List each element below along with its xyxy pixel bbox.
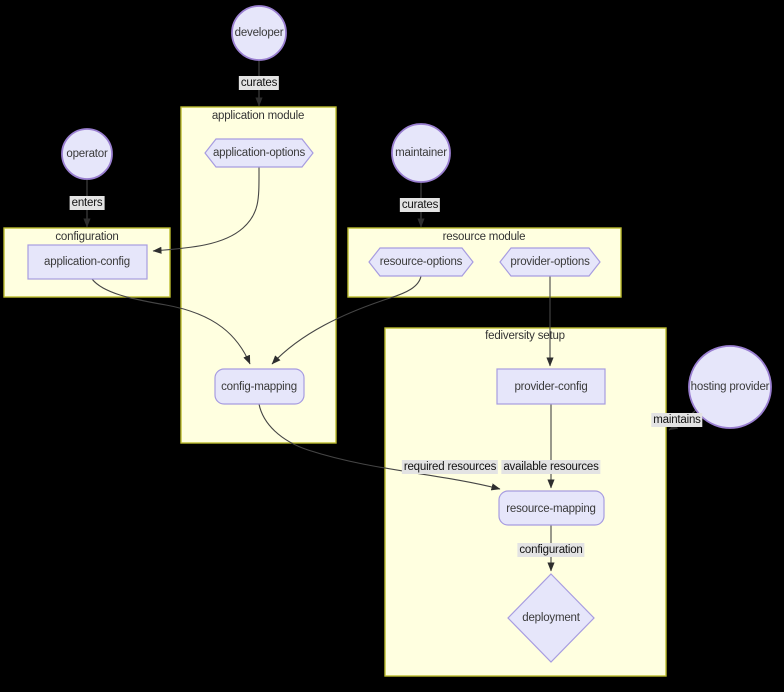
cluster-label-resource-module: resource module [442, 231, 526, 243]
application-config-label: application-config [44, 256, 130, 268]
maintainer-label: maintainer [395, 147, 447, 159]
edge-label-configuration: configuration [517, 543, 585, 557]
provider-options-node [499, 247, 601, 277]
edge-application-config-to-config-mapping [91, 278, 251, 365]
resource-mapping-label: resource-mapping [506, 503, 596, 515]
deployment-node [507, 573, 595, 663]
provider-options-label: provider-options [510, 256, 590, 268]
resource-mapping-node [498, 490, 605, 526]
config-mapping-label: config-mapping [221, 381, 297, 393]
application-options-label: application-options [212, 147, 306, 159]
application-options-node [204, 138, 314, 168]
edge-label-enters: enters [69, 196, 105, 210]
edge-application-options-to-application-config [152, 166, 260, 254]
cluster-label-application-module: application module [211, 110, 305, 122]
developer-node [231, 5, 287, 61]
edge-resource-options-to-config-mapping [271, 275, 422, 365]
edge-label-curates-developer: curates [238, 76, 280, 90]
resource-options-node [368, 247, 474, 277]
operator-label: operator [66, 148, 108, 160]
deployment-label: deployment [522, 612, 580, 624]
provider-config-node [496, 368, 606, 405]
operator-node [61, 128, 113, 180]
hosting-provider-label: hosting provider [690, 381, 770, 393]
application-config-node [27, 244, 148, 280]
developer-label: developer [234, 27, 284, 39]
edge-label-maintains: maintains [651, 413, 703, 427]
edge-label-available-resources: available resources [501, 460, 601, 474]
hosting-provider-node [688, 345, 772, 429]
cluster-label-configuration: configuration [55, 231, 119, 243]
provider-config-label: provider-config [514, 381, 588, 393]
config-mapping-node [214, 368, 305, 405]
resource-options-label: resource-options [379, 256, 463, 268]
edge-label-curates-maintainer: curates [399, 198, 441, 212]
edge-config-mapping-to-resource-mapping [258, 403, 501, 491]
maintainer-node [391, 123, 451, 183]
cluster-label-fediversity-setup: fediversity setup [485, 330, 565, 342]
edge-label-required-resources: required resources [401, 460, 499, 474]
